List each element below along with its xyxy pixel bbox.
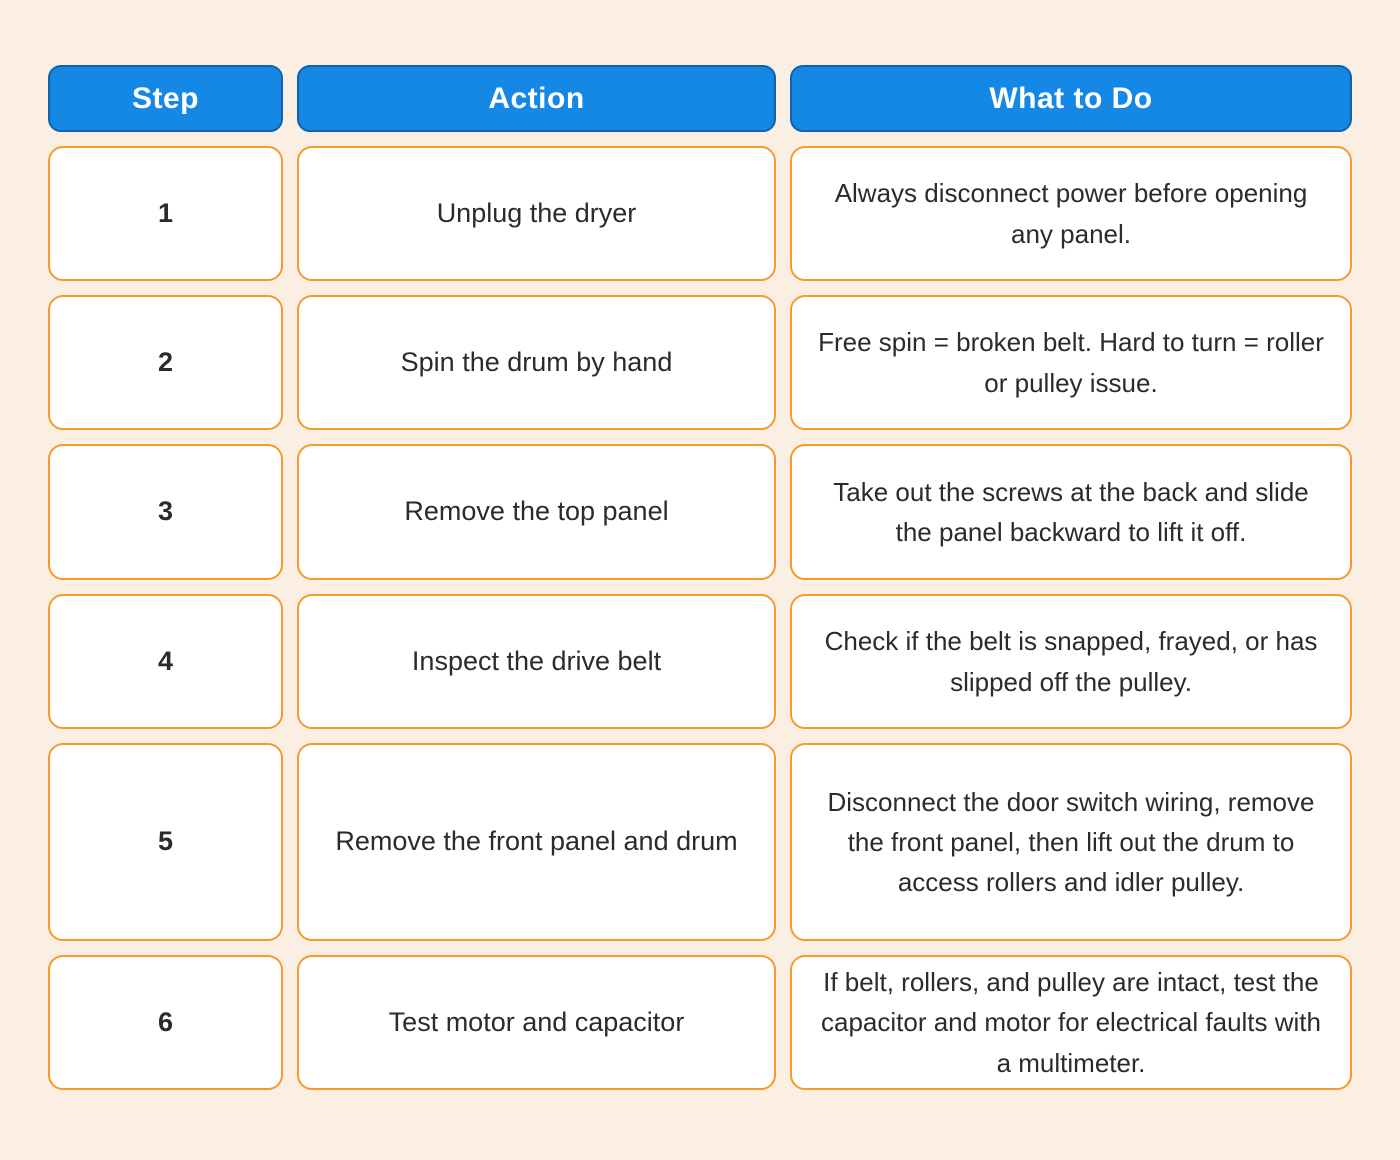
column-header-what-to-do: What to Do — [790, 65, 1352, 132]
step-number-cell: 2 — [48, 295, 283, 430]
column-header-step: Step — [48, 65, 283, 132]
step-number-cell: 3 — [48, 444, 283, 580]
what-to-do-cell: If belt, rollers, and pulley are intact,… — [790, 955, 1352, 1090]
what-to-do-cell: Always disconnect power before opening a… — [790, 146, 1352, 281]
table-grid: Step Action What to Do 1 Unplug the drye… — [48, 65, 1352, 1090]
action-cell: Remove the top panel — [297, 444, 776, 580]
step-number-cell: 4 — [48, 594, 283, 729]
step-number-cell: 5 — [48, 743, 283, 941]
what-to-do-cell: Free spin = broken belt. Hard to turn = … — [790, 295, 1352, 430]
action-cell: Unplug the dryer — [297, 146, 776, 281]
action-cell: Remove the front panel and drum — [297, 743, 776, 941]
action-cell: Inspect the drive belt — [297, 594, 776, 729]
what-to-do-cell: Check if the belt is snapped, frayed, or… — [790, 594, 1352, 729]
action-cell: Test motor and capacitor — [297, 955, 776, 1090]
what-to-do-cell: Disconnect the door switch wiring, remov… — [790, 743, 1352, 941]
step-number-cell: 1 — [48, 146, 283, 281]
action-cell: Spin the drum by hand — [297, 295, 776, 430]
step-number-cell: 6 — [48, 955, 283, 1090]
repair-steps-table: Step Action What to Do 1 Unplug the drye… — [48, 65, 1352, 1090]
what-to-do-cell: Take out the screws at the back and slid… — [790, 444, 1352, 580]
column-header-action: Action — [297, 65, 776, 132]
